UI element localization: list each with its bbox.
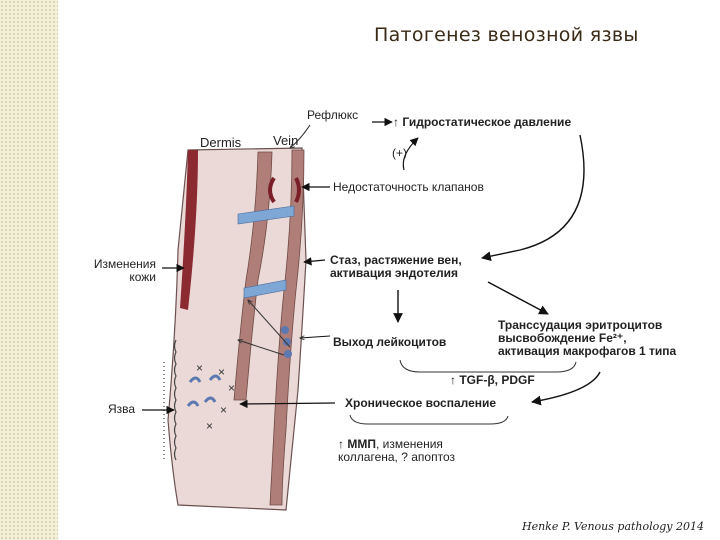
cell-mark: × <box>228 381 235 395</box>
cell <box>186 400 200 407</box>
erythro-line-1: Транссудация эритроцитов <box>498 318 663 332</box>
reflux-label: Рефлюкс <box>307 108 359 122</box>
skin-changes-line-2: кожи <box>129 270 156 284</box>
leuko-pointer-3 <box>248 300 291 348</box>
tgf-to-inflammation-arrow <box>531 371 601 406</box>
leuko-pointer-1 <box>300 336 331 338</box>
valve-cusp-left <box>268 176 276 204</box>
mmp-line-2: коллагена, ? апоптоз <box>338 450 455 464</box>
erythro-line-3: активация макрофагов 1 типа <box>498 344 677 358</box>
dermis-label: Dermis <box>200 135 242 150</box>
cell <box>208 374 222 381</box>
inflammation-label: Хроническое воспаление <box>345 396 497 410</box>
leukocytes-label: Выход лейкоцитов <box>333 335 447 349</box>
cell-mark: × <box>196 361 203 375</box>
ulcer-edge <box>173 339 177 461</box>
erythro-line-2: высвобождение Fe²⁺, <box>498 331 627 345</box>
hydrostatic-pressure-label: ↑ Гидростатическое давление <box>393 116 571 129</box>
decorative-stripe <box>0 0 58 540</box>
cell <box>188 376 202 383</box>
leuko-pointer-2 <box>238 340 285 356</box>
cell <box>284 350 292 358</box>
feedback-label: (+) <box>392 146 407 160</box>
page-title: Патогенез венозной язвы <box>374 24 639 46</box>
inflammation-pointer <box>239 399 336 409</box>
cell <box>283 338 291 346</box>
cell-mark: × <box>218 365 225 379</box>
stasis-label: Стаз, растяжение вен,активация эндотелия <box>330 254 462 280</box>
hydro-to-stasis-arrow <box>481 134 585 261</box>
valve-band-2 <box>243 279 287 299</box>
hydrostatic-pressure-text: Гидростатическое давление <box>402 115 572 129</box>
skin-changes-line-1: Изменения <box>93 257 156 271</box>
valve-cusp-right <box>294 177 301 203</box>
brace-inflammation <box>349 414 509 425</box>
citation: Henke P. Venous pathology 2014 <box>522 520 705 533</box>
brace-leuko-erythro <box>399 359 577 373</box>
feedback-curve <box>402 137 419 171</box>
stasis-line-1: Стаз, растяжение вен, <box>330 253 462 267</box>
stasis-pointer <box>303 257 326 266</box>
tgf-text: TGF-β, PDGF <box>459 373 535 387</box>
up-arrow-icon: ↑ <box>393 115 399 129</box>
vein-pointer <box>290 124 311 148</box>
cell-mark: × <box>220 403 227 417</box>
stasis-to-erythro-arrow <box>487 281 549 315</box>
cell <box>203 396 217 403</box>
valve-insufficiency-label: Недостаточность клапанов <box>333 180 484 194</box>
mmp-line-1-rest: , изменения <box>375 437 443 451</box>
vein-label: Vein <box>273 133 299 148</box>
mmp-bold-text: ММП <box>347 437 376 451</box>
cell-mark: × <box>206 419 213 433</box>
up-arrow-icon: ↑ <box>338 437 344 451</box>
cell <box>281 326 289 334</box>
stasis-line-2: активация эндотелия <box>330 266 458 280</box>
up-arrow-icon: ↑ <box>450 373 456 387</box>
valve-band-1 <box>237 205 295 225</box>
tgf-label: ↑ TGF-β, PDGF <box>450 374 535 387</box>
ulcer-label: Язва <box>108 402 136 416</box>
